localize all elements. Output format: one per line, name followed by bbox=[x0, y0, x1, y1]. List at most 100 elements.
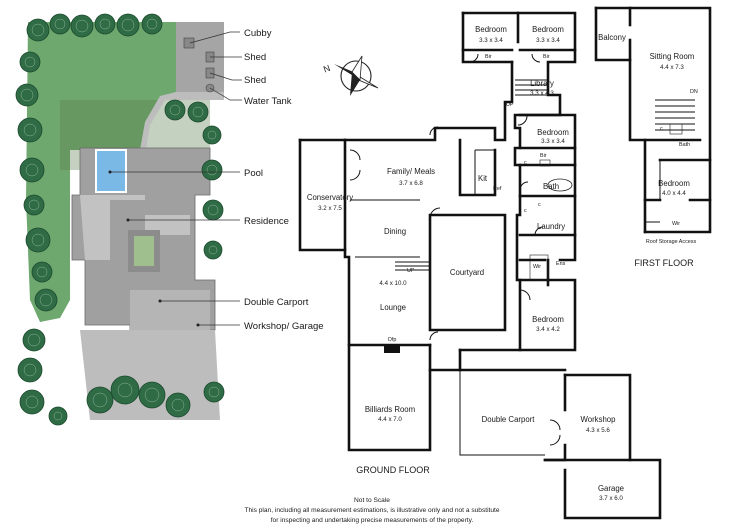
disclaimer-line-1: Not to Scale bbox=[354, 497, 390, 504]
bedroom-2-name: Bedroom bbox=[532, 25, 564, 34]
bathtub bbox=[547, 178, 573, 192]
tree bbox=[138, 381, 166, 409]
tree bbox=[17, 117, 43, 143]
bath-label: Bath bbox=[543, 182, 559, 191]
lounge-up-label: UP bbox=[407, 268, 415, 274]
path bbox=[140, 92, 224, 150]
tree bbox=[19, 51, 41, 73]
lawn bbox=[26, 22, 176, 322]
label-double-carport: Double Carport bbox=[244, 297, 309, 308]
double-carport-label: Double Carport bbox=[482, 415, 536, 424]
tree bbox=[70, 14, 94, 38]
bedroom-3-name: Bedroom bbox=[537, 128, 569, 137]
ref-label: Ref bbox=[493, 186, 502, 192]
library-name: Library bbox=[530, 79, 554, 88]
cupboard-2-label: c bbox=[524, 208, 527, 214]
site-plan: Cubby Shed Shed Water Tank Pool Residenc… bbox=[15, 13, 324, 426]
disclaimer: Not to Scale This plan, including all me… bbox=[244, 497, 499, 524]
balcony-label: Balcony bbox=[598, 33, 626, 42]
label-shed-1: Shed bbox=[244, 52, 266, 63]
trees bbox=[15, 13, 225, 426]
bir-3-label: Bir bbox=[540, 153, 547, 159]
tree bbox=[165, 392, 191, 418]
library-dims: 3.3 x 4.3 bbox=[530, 90, 554, 97]
stairs bbox=[395, 79, 548, 271]
bedroom-1-dims: 3.3 x 3.4 bbox=[479, 37, 503, 44]
family-meals-dims: 3.7 x 6.8 bbox=[399, 180, 423, 187]
lounge-name: Lounge bbox=[380, 303, 406, 312]
disclaimer-line-2: This plan, including all measurement est… bbox=[244, 507, 499, 514]
tree bbox=[141, 13, 163, 35]
tree bbox=[187, 101, 209, 123]
tree bbox=[86, 386, 114, 414]
tree bbox=[49, 13, 71, 35]
workshop-name: Workshop bbox=[581, 415, 617, 424]
tree bbox=[25, 227, 51, 253]
open-fireplace-label: Ofp bbox=[388, 337, 397, 343]
courtyard-label: Courtyard bbox=[450, 268, 484, 277]
workshop-dims: 4.3 x 5.6 bbox=[586, 427, 610, 434]
library-up-label: UP bbox=[506, 102, 514, 108]
roof-storage-label: Roof Storage Access bbox=[646, 239, 697, 245]
tree bbox=[202, 125, 222, 145]
leader-lines bbox=[108, 31, 242, 327]
sitting-room-name: Sitting Room bbox=[650, 52, 695, 61]
tree bbox=[203, 381, 225, 403]
label-water-tank: Water Tank bbox=[244, 96, 292, 107]
bedroom-4-name: Bedroom bbox=[532, 315, 564, 324]
tree bbox=[48, 406, 68, 426]
label-residence: Residence bbox=[244, 216, 289, 227]
cupboard-1-label: c bbox=[524, 160, 527, 166]
tree bbox=[110, 375, 140, 405]
basin bbox=[539, 159, 551, 167]
tree bbox=[26, 18, 50, 42]
courtyard-garden bbox=[134, 236, 154, 266]
tree bbox=[164, 99, 186, 121]
sitting-room-dims: 4.4 x 7.3 bbox=[660, 64, 684, 71]
tree bbox=[19, 389, 45, 415]
bedroom-2-dims: 3.3 x 3.4 bbox=[536, 37, 560, 44]
fireplace bbox=[384, 345, 400, 353]
label-pool: Pool bbox=[244, 168, 263, 179]
first-floor-plan: Balcony Sitting Room 4.4 x 7.3 DN c Bath… bbox=[594, 6, 712, 268]
first-floor-bath-label: Bath bbox=[679, 142, 690, 148]
door-swings bbox=[349, 53, 561, 446]
cubby-object bbox=[183, 37, 195, 49]
tree bbox=[94, 13, 116, 35]
billiards-name: Billiards Room bbox=[365, 405, 415, 414]
residence-roof-section bbox=[80, 195, 190, 260]
bedroom-4-dims: 3.4 x 4.2 bbox=[536, 326, 560, 333]
ground-floor-plan: Bedroom 3.3 x 3.4 Bedroom 3.3 x 3.4 Bir … bbox=[298, 11, 662, 520]
garage-name: Garage bbox=[598, 484, 624, 493]
wir-label: Wir bbox=[533, 264, 541, 270]
dn-label: DN bbox=[690, 89, 698, 95]
conservatory-name: Conservatory bbox=[307, 193, 353, 202]
compass-north-label: N bbox=[322, 63, 332, 75]
tree bbox=[203, 240, 223, 260]
tree bbox=[17, 357, 43, 383]
tree bbox=[23, 194, 45, 216]
carport-site bbox=[130, 290, 210, 330]
garage-dims: 3.7 x 6.0 bbox=[599, 495, 623, 502]
tree bbox=[201, 159, 223, 181]
ens-label: Ens bbox=[556, 261, 566, 267]
tree bbox=[19, 157, 45, 183]
label-cubby: Cubby bbox=[244, 28, 272, 39]
compass-arm-dark bbox=[350, 72, 360, 96]
label-shed-2: Shed bbox=[244, 75, 266, 86]
conservatory-dims: 3.2 x 7.5 bbox=[318, 205, 342, 212]
first-floor-bedroom-name: Bedroom bbox=[658, 179, 690, 188]
bir-2-label: Bir bbox=[543, 54, 550, 60]
tree bbox=[31, 261, 53, 283]
label-workshop-garage: Workshop/ Garage bbox=[244, 321, 324, 332]
bedroom-3-dims: 3.3 x 3.4 bbox=[541, 138, 565, 145]
cupboard-3-label: c bbox=[538, 202, 541, 208]
tree bbox=[22, 328, 46, 352]
tree bbox=[15, 83, 39, 107]
tree bbox=[34, 288, 58, 312]
bedroom-1-name: Bedroom bbox=[475, 25, 507, 34]
compass: N bbox=[322, 55, 379, 96]
tree bbox=[202, 199, 224, 221]
kitchen-label: Kit bbox=[478, 174, 488, 183]
